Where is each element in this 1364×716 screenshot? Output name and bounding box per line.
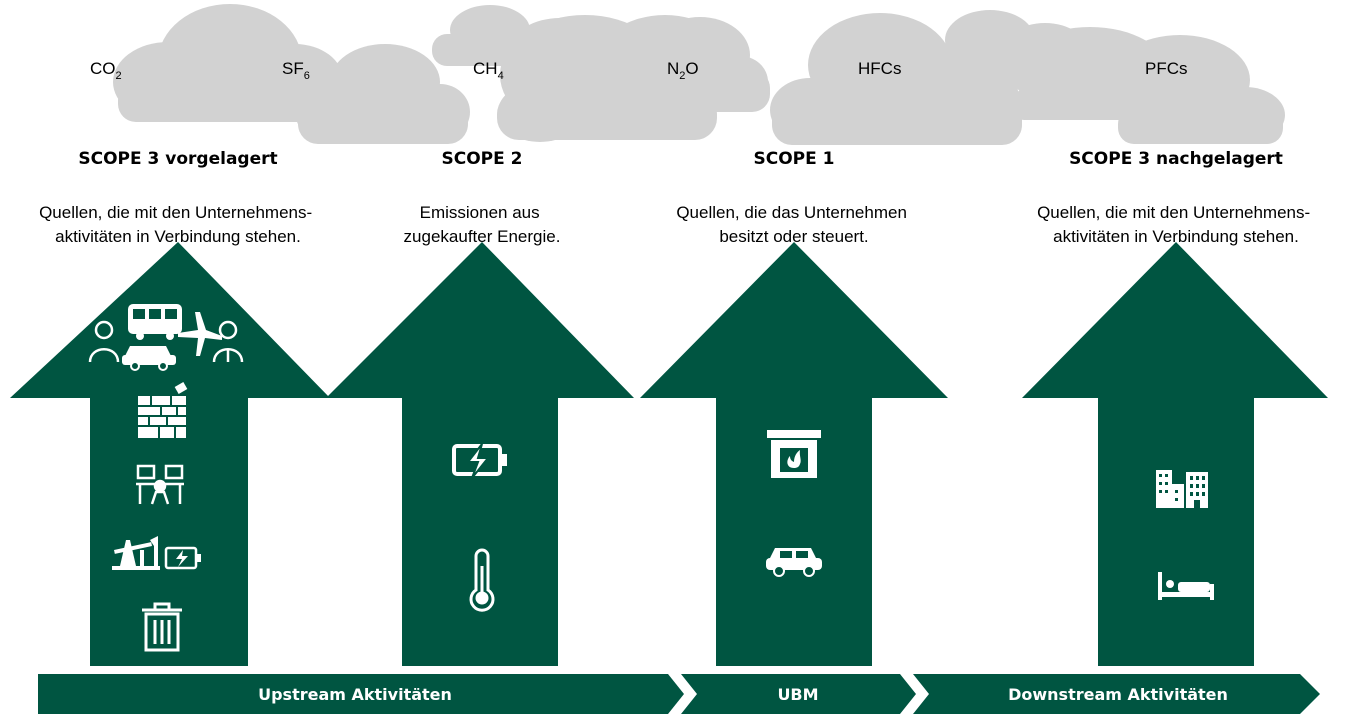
cloud [650, 17, 770, 112]
scope-3-downstream-arrow [1022, 242, 1328, 666]
gas-label-co2: CO2 [90, 59, 122, 82]
scope-3-downstream-desc: Quellen, die mit den Unternehmens- aktiv… [1037, 203, 1315, 246]
downstream-band [913, 674, 1320, 714]
fireplace-icon [767, 430, 821, 478]
scope-1-desc: Quellen, die das Unternehmen besitzt ode… [676, 203, 911, 246]
cloud [113, 4, 348, 122]
scope-3-downstream-title: SCOPE 3 nachgelagert [1069, 149, 1283, 169]
cloud [1010, 27, 1285, 144]
scope-2-desc: Emissionen aus zugekaufter Energie. [404, 203, 561, 246]
people-travel-icon [88, 304, 244, 371]
gas-label-pfcs: PFCs [1145, 59, 1188, 78]
gas-label-hfcs: HFCs [858, 59, 901, 78]
car-icon [766, 548, 822, 577]
scope-3-upstream-desc: Quellen, die mit den Unternehmens- aktiv… [39, 203, 317, 246]
trash-icon [142, 602, 182, 652]
scope-2-title: SCOPE 2 [442, 149, 523, 169]
cloud [295, 44, 470, 144]
office-desk-icon [136, 464, 184, 505]
buildings-icon [1156, 470, 1208, 508]
clouds [113, 4, 1285, 145]
battery-charging-icon [452, 443, 507, 479]
factory-icon [138, 382, 188, 438]
scope-1-title: SCOPE 1 [754, 149, 835, 169]
upstream-band-label: Upstream Aktivitäten [258, 685, 452, 704]
gas-label-ch4: CH4 [473, 59, 504, 82]
gas-label-sf6: SF6 [282, 59, 310, 82]
upstream-band [38, 674, 684, 714]
oil-pump-battery-icon [112, 536, 201, 570]
bed-icon [1158, 572, 1214, 600]
ubm-band-label: UBM [777, 685, 818, 704]
downstream-band-label: Downstream Aktivitäten [1008, 685, 1228, 704]
gas-label-n2o: N2O [667, 59, 699, 82]
scope-3-upstream-arrow [10, 242, 330, 666]
thermometer-icon [469, 548, 495, 612]
scope-3-upstream-title: SCOPE 3 vorgelagert [78, 149, 277, 169]
ubm-band [681, 674, 916, 714]
